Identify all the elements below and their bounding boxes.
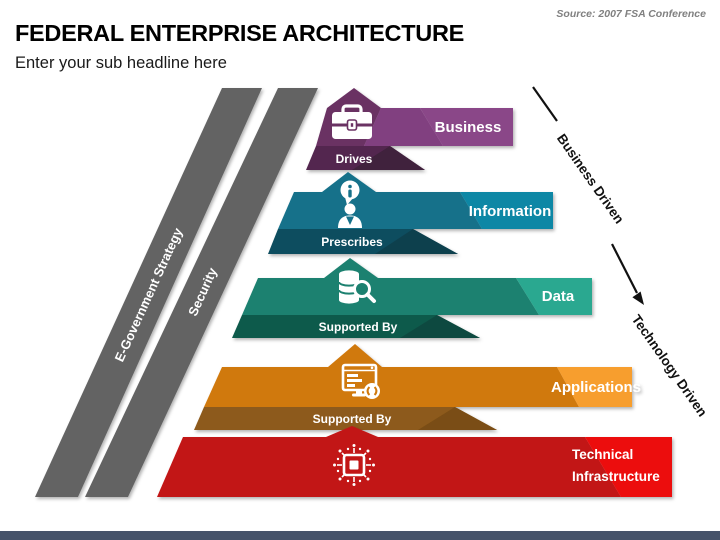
technical-label-line2: Infrastructure — [572, 469, 660, 484]
applications-tab — [194, 407, 497, 430]
business-band-mid — [364, 108, 443, 146]
applications-band-dark — [204, 367, 579, 407]
technical-peak — [326, 426, 378, 437]
applications-peak — [328, 344, 382, 367]
source-note: Source: 2007 FSA Conference — [556, 8, 706, 20]
layer-technical-infrastructure: Technical Infrastructure — [157, 426, 672, 497]
technical-band-light — [585, 437, 672, 497]
data-band-dark — [242, 278, 539, 315]
data-label: Data — [542, 288, 575, 305]
page-subtitle: Enter your sub headline here — [15, 54, 227, 72]
technical-label-line1: Technical — [572, 447, 633, 462]
business-connector-label: Drives — [336, 152, 373, 166]
applications-label: Applications — [551, 379, 641, 396]
information-band-dark — [278, 192, 482, 229]
footer-bar — [0, 531, 720, 540]
arrowhead-icon — [632, 291, 644, 305]
technology-driven-label: Technology Driven — [629, 312, 710, 419]
data-tab-fold — [400, 315, 480, 338]
information-band-light — [460, 192, 553, 229]
business-label: Business — [435, 119, 502, 136]
information-tab-fold — [375, 229, 458, 254]
bar-egovernment — [35, 88, 262, 497]
person-info-icon — [338, 180, 362, 228]
information-connector-label: Prescribes — [321, 235, 383, 249]
applications-band-light — [557, 367, 632, 407]
bar-security — [85, 88, 318, 497]
data-peak — [324, 258, 378, 278]
information-label: Information — [469, 203, 552, 220]
business-driven-label: Business Driven — [554, 131, 627, 226]
layer-information: Information Prescribes — [268, 172, 553, 254]
applications-tab-fold — [418, 407, 497, 430]
briefcase-icon — [332, 104, 372, 139]
chip-icon — [333, 444, 375, 486]
layer-data: Data Supported By — [232, 258, 592, 338]
monitor-code-icon — [341, 363, 380, 399]
data-connector-label: Supported By — [319, 320, 398, 334]
technical-band-dark — [157, 437, 621, 497]
business-band-light — [420, 108, 513, 146]
layer-business: Business Drives — [306, 88, 513, 170]
business-tab-fold — [352, 146, 425, 170]
layer-applications: Applications Supported By — [194, 344, 641, 430]
database-search-icon — [338, 270, 376, 304]
page-title: FEDERAL ENTERPRISE ARCHITECTURE — [15, 20, 464, 46]
data-band-light — [516, 278, 592, 315]
applications-connector-label: Supported By — [313, 412, 392, 426]
